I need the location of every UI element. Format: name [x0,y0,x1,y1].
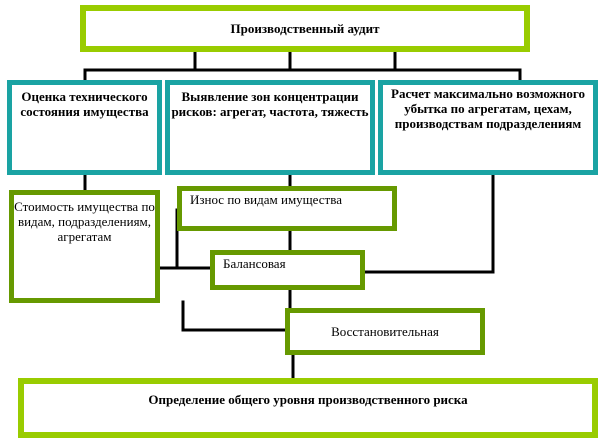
conclusion-text: Определение общего уровня производственн… [148,392,468,407]
cost-by-type-text: Стоимость имущества по видам, подразделе… [14,199,155,244]
title-box: Производственный аудит [80,5,530,52]
wear-by-type-text: Износ по видам имущества [190,192,342,207]
branch-max-loss-box: Расчет максимально возможного убытка по … [378,80,598,175]
connector-cost-replacement [181,300,289,332]
branch-assessment-box: Оценка технического состояния имущества [7,80,162,175]
wear-by-type-box: Износ по видам имущества [177,186,397,231]
branch-risk-zones-box: Выявление зон концентрации рисков: агрег… [165,80,375,175]
replacement-value-box: Восстановительная [285,308,485,355]
branch-max-loss-text: Расчет максимально возможного убытка по … [391,86,585,131]
title-text: Производственный аудит [230,21,380,36]
branch-assessment-text: Оценка технического состояния имущества [20,89,149,119]
branch-risk-zones-text: Выявление зон концентрации рисков: агрег… [171,89,369,119]
connector-maxloss-book [363,173,495,274]
book-value-text: Балансовая [223,256,286,271]
book-value-box: Балансовая [210,250,365,290]
cost-by-type-box: Стоимость имущества по видам, подразделе… [9,190,160,303]
replacement-value-text: Восстановительная [331,324,439,339]
conclusion-box: Определение общего уровня производственн… [18,378,598,438]
